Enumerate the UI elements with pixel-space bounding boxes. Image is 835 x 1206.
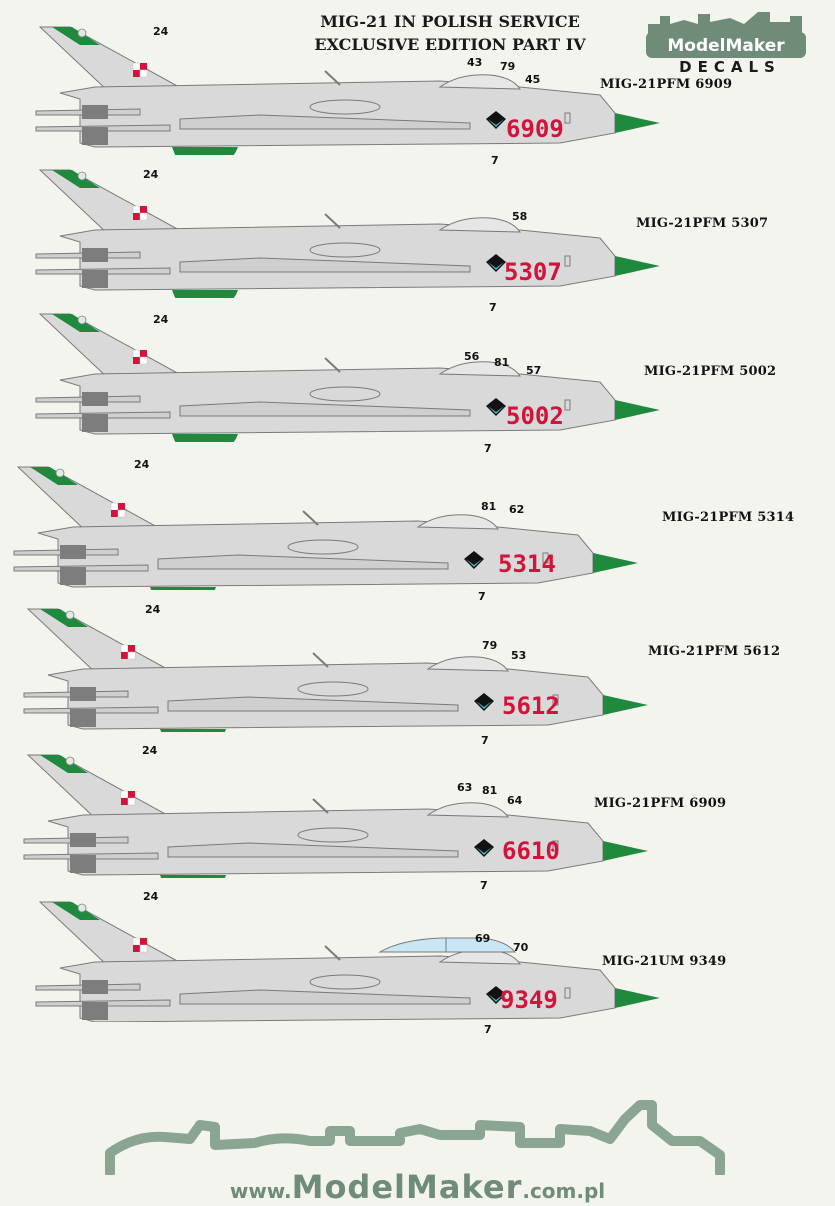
callout-label: 24 bbox=[153, 25, 169, 38]
tactical-number: 5002 bbox=[506, 402, 564, 430]
callout-label: 63 bbox=[457, 781, 473, 794]
callout-label: 79 bbox=[482, 639, 498, 652]
tactical-number: 9349 bbox=[500, 986, 558, 1014]
callout-label: 24 bbox=[143, 890, 159, 903]
aircraft-profile-6: MIG-21PFM 6909 24 63 81 64 7 bbox=[0, 738, 835, 892]
logo-text: ModelMaker bbox=[667, 36, 785, 56]
website-brand: ModelMaker bbox=[291, 1168, 523, 1206]
title-line-1: MIG-21 IN POLISH SERVICE bbox=[320, 12, 580, 31]
tactical-number: 5612 bbox=[502, 692, 560, 720]
callout-label: 43 bbox=[467, 56, 483, 69]
tactical-number: 5314 bbox=[498, 550, 556, 578]
tactical-number: 6909 bbox=[506, 115, 564, 143]
modelmaker-logo: ModelMaker DECALS bbox=[646, 12, 806, 76]
callout-label: 62 bbox=[509, 503, 525, 516]
callout-label: 56 bbox=[464, 350, 480, 363]
callout-label: 7 bbox=[481, 734, 489, 747]
callout-label: 58 bbox=[512, 210, 528, 223]
aircraft-designation: MIG-21PFM 5307 bbox=[636, 216, 769, 231]
callout-label: 53 bbox=[511, 649, 527, 662]
callout-label: 7 bbox=[484, 442, 492, 455]
aircraft-profile-2: MIG-21PFM 5307 24 58 7 bbox=[0, 158, 835, 314]
callout-label: 69 bbox=[475, 932, 491, 945]
aircraft-silhouette bbox=[35, 901, 661, 1022]
website-suffix: .com.pl bbox=[522, 1179, 606, 1203]
aircraft-designation: MIG-21PFM 5314 bbox=[662, 510, 795, 525]
callout-label: 24 bbox=[134, 458, 150, 471]
callout-label: 81 bbox=[481, 500, 497, 513]
aircraft-profile-1: MIG-21PFM 6909 24 43 79 45 7 bbox=[0, 15, 835, 167]
tactical-number: 6610 bbox=[502, 837, 560, 865]
aircraft-profile-4: MIG-21PFM 5314 24 81 62 7 bbox=[0, 450, 835, 603]
aircraft-silhouette bbox=[23, 608, 649, 732]
tactical-number: 5307 bbox=[504, 258, 562, 286]
callout-label: 7 bbox=[484, 1023, 492, 1036]
callout-label: 81 bbox=[482, 784, 498, 797]
callout-label: 24 bbox=[143, 168, 159, 181]
website-prefix: www. bbox=[229, 1179, 292, 1203]
callout-label: 70 bbox=[513, 941, 529, 954]
callout-label: 24 bbox=[142, 744, 158, 757]
callout-label: 45 bbox=[525, 73, 541, 86]
callout-label: 24 bbox=[145, 603, 161, 616]
title-line-2: EXCLUSIVE EDITION PART IV bbox=[314, 35, 586, 54]
website-url[interactable]: www.ModelMaker.com.pl bbox=[0, 1168, 835, 1206]
aircraft-profile-3: MIG-21PFM 5002 24 56 81 57 7 bbox=[0, 302, 835, 455]
callout-label: 7 bbox=[480, 879, 488, 892]
aircraft-designation: MIG-21PFM 5612 bbox=[648, 644, 781, 659]
sheet-title: MIG-21 IN POLISH SERVICE EXCLUSIVE EDITI… bbox=[280, 10, 620, 56]
callout-label: 7 bbox=[491, 154, 499, 167]
aircraft-designation: MIG-21UM 9349 bbox=[602, 954, 727, 969]
aircraft-profile-5: MIG-21PFM 5612 24 79 53 7 bbox=[0, 592, 835, 747]
city-skyline bbox=[105, 1100, 725, 1175]
callout-label: 7 bbox=[489, 301, 497, 314]
aircraft-designation: MIG-21PFM 6909 bbox=[600, 77, 733, 92]
logo-subtext: DECALS bbox=[679, 58, 781, 76]
callout-label: 64 bbox=[507, 794, 523, 807]
callout-label: 7 bbox=[478, 590, 486, 603]
callout-label: 81 bbox=[494, 356, 510, 369]
aircraft-profile-7: MIG-21UM 9349 24 69 70 7 bbox=[0, 882, 835, 1036]
aircraft-designation: MIG-21PFM 5002 bbox=[644, 364, 777, 379]
callout-label: 24 bbox=[153, 313, 169, 326]
callout-label: 79 bbox=[500, 60, 516, 73]
callout-label: 57 bbox=[526, 364, 542, 377]
aircraft-designation: MIG-21PFM 6909 bbox=[594, 796, 727, 811]
